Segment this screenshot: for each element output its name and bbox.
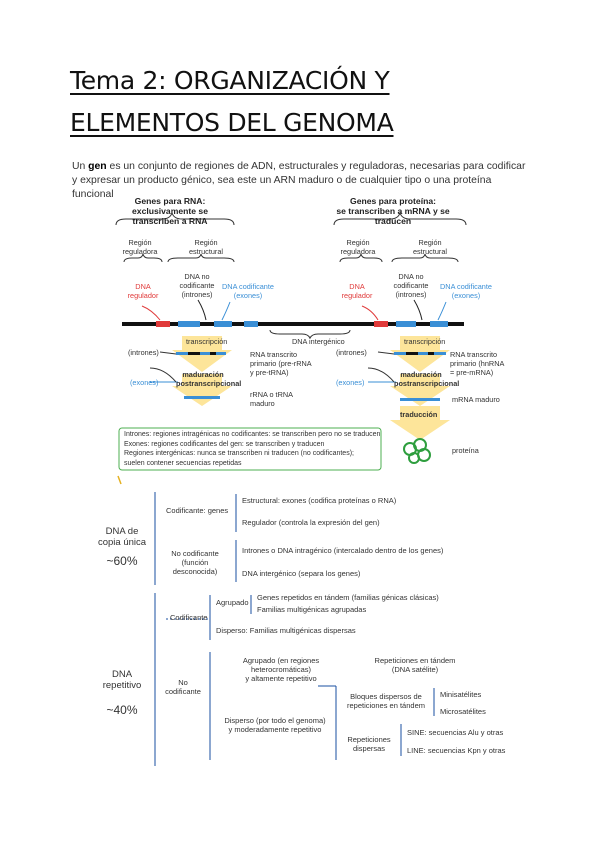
- intro-pre: Un: [72, 161, 89, 172]
- rrna-trna-maduro: rRNA o tRNA maduro: [250, 390, 293, 408]
- traduccion-label: traducción: [400, 410, 438, 419]
- figure-legend: Intrones: regiones intragénicas no codif…: [124, 431, 381, 467]
- regulador: Regulador (controla la expresión del gen…: [242, 518, 380, 527]
- codificante-genes: Codificante: genes: [166, 506, 229, 515]
- mrna-maduro: mRNA maduro: [452, 395, 500, 404]
- protein-genes-header: Genes para proteína: se transcriben a mR…: [336, 196, 450, 226]
- dna-intergenico: DNA intergénico (separa los genes): [242, 569, 361, 578]
- right-dna-regulador: DNA regulador: [341, 282, 373, 300]
- intro-keyword: gen: [88, 161, 107, 172]
- right-intrones: (intrones): [336, 348, 367, 357]
- right-exones: (exones): [336, 378, 365, 387]
- left-dna-regulador: DNA regulador: [127, 282, 159, 300]
- left-region-estructural: Región estructural: [188, 238, 224, 256]
- disperso-genoma: Disperso (por todo el genoma) y moderada…: [224, 716, 326, 734]
- familias-agrupadas: Familias multigénicas agrupadas: [257, 605, 367, 614]
- right-dna-codificante: DNA codificante (exones): [440, 282, 492, 300]
- rna-genes-header: Genes para RNA: exclusivamente se transc…: [132, 196, 208, 226]
- no-codificante-rep: No codificante: [165, 678, 201, 696]
- left-maduracion: maduración postranscripcional: [176, 370, 242, 388]
- copia-unica-label: DNA de copia única: [97, 526, 147, 548]
- intro-paragraph: Un gen es un conjunto de regiones de ADN…: [72, 160, 532, 202]
- right-maduracion: maduración postranscripcional: [394, 370, 460, 388]
- right-transcripcion: transcripción: [404, 337, 446, 346]
- repetitivo-label: DNA repetitivo: [102, 669, 142, 691]
- no-codificante-unica: No codificante (función desconocida): [171, 549, 219, 576]
- repeticiones-tandem: Repeticiones en tándem (DNA satélite): [374, 656, 456, 674]
- sine: SINE: secuencias Alu y otras: [407, 728, 504, 737]
- agrupado-hetero: Agrupado (en regiones heterocromáticas) …: [242, 656, 320, 683]
- agrupado-label: Agrupado: [216, 598, 249, 607]
- line: LINE: secuencias Kpn y otras: [407, 746, 506, 755]
- genes-tandem: Genes repetidos en tándem (familias géni…: [257, 593, 439, 602]
- repeticiones-dispersas: Repeticiones dispersas: [347, 735, 391, 753]
- proteina-label: proteína: [452, 446, 479, 455]
- left-intrones: (intrones): [128, 348, 159, 357]
- codificante-rep: Codificante: [170, 613, 208, 622]
- estructural-exones: Estructural: exones (codifica proteínas …: [242, 496, 397, 505]
- microsatelites: Microsatélites: [440, 707, 486, 716]
- page-title-line2: ELEMENTOS DEL GENOMA: [70, 108, 394, 137]
- bloques-dispersos: Bloques dispersos de repeticiones en tán…: [347, 692, 425, 710]
- left-exones: (exones): [130, 378, 159, 387]
- minisatelites: Minisatélites: [440, 690, 482, 699]
- left-region-reguladora: Región reguladora: [122, 238, 158, 256]
- rna-transcrito-primario: RNA transcrito primario (pre-rRNA y pre-…: [250, 350, 312, 377]
- dna-intergenico-label: DNA intergénico: [292, 337, 345, 346]
- left-transcripcion: transcripción: [186, 337, 228, 346]
- right-dna-no-codificante: DNA no codificante (intrones): [393, 272, 429, 299]
- rna-transcrito-primario-mrna: RNA transcrito primario (hnRNA = pre-mRN…: [450, 350, 505, 377]
- disperso-familias: Disperso: Familias multigénicas dispersa…: [216, 626, 356, 635]
- copia-unica-pct: ~60%: [106, 554, 138, 568]
- left-dna-no-codificante: DNA no codificante (intrones): [179, 272, 215, 299]
- right-region-reguladora: Región reguladora: [340, 238, 376, 256]
- left-dna-codificante: DNA codificante (exones): [222, 282, 274, 300]
- intro-post: es un conjunto de regiones de ADN, estru…: [72, 161, 526, 200]
- right-region-estructural: Región estructural: [412, 238, 448, 256]
- repetitivo-pct: ~40%: [106, 703, 138, 717]
- page-title-line1: Tema 2: ORGANIZACIÓN Y: [70, 66, 390, 95]
- intrones-intragenico: Intrones o DNA intragénico (intercalado …: [242, 546, 444, 555]
